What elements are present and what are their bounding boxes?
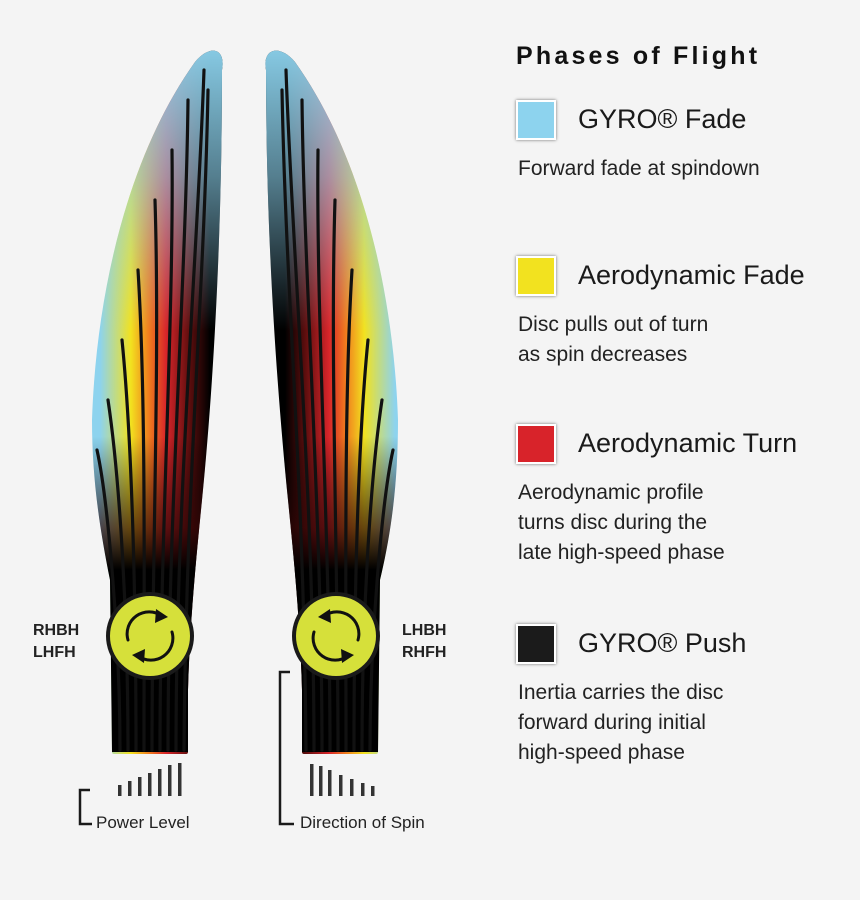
yellow-swatch	[516, 256, 556, 296]
left-throw-label: RHBH LHFH	[33, 622, 80, 661]
caption-brackets	[78, 670, 294, 826]
power-level-bars-icon	[118, 763, 182, 796]
legend-item-desc: Disc pulls out of turn as spin decreases	[518, 313, 709, 366]
right-spin-disc	[292, 592, 380, 680]
legend-item-desc: Inertia carries the disc forward during …	[518, 681, 724, 764]
legend-item-name: Aerodynamic Fade	[578, 260, 805, 290]
red-swatch	[516, 424, 556, 464]
direction-of-spin-caption: Direction of Spin	[300, 813, 425, 832]
direction-of-spin-bars-icon	[310, 764, 375, 796]
left-spin-disc	[106, 592, 194, 680]
legend-title: Phases of Flight	[516, 42, 761, 70]
power-level-caption: Power Level	[96, 813, 190, 832]
right-throw-label: LHBH RHFH	[402, 622, 447, 661]
legend-item-name: Aerodynamic Turn	[578, 428, 798, 458]
legend-item-name: GYRO® Fade	[578, 104, 747, 134]
legend-item-name: GYRO® Push	[578, 628, 747, 658]
light-blue-swatch	[516, 100, 556, 140]
legend-item-desc: Forward fade at spindown	[518, 157, 760, 180]
legend-item-desc: Aerodynamic profile turns disc during th…	[518, 481, 725, 564]
right-flight-fan	[265, 50, 398, 754]
black-swatch	[516, 624, 556, 664]
